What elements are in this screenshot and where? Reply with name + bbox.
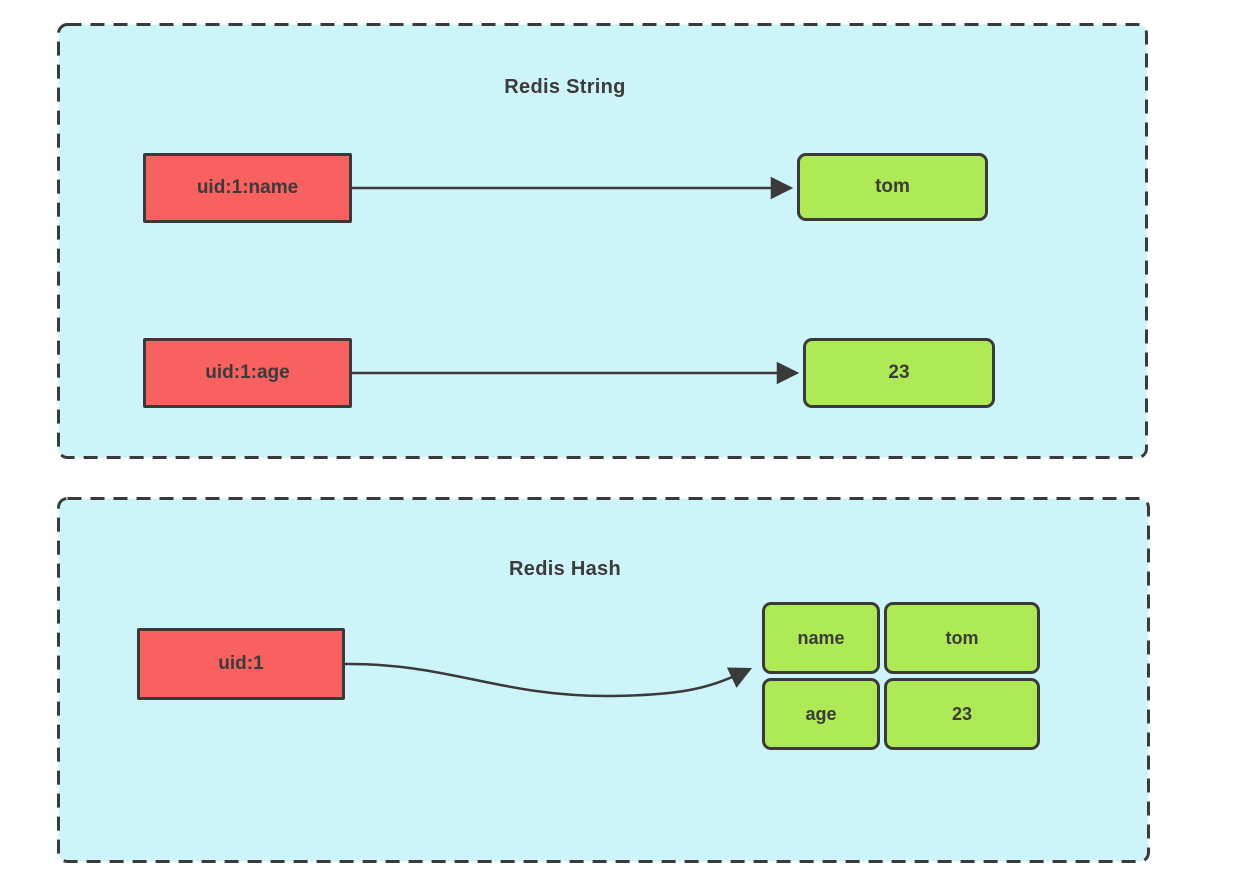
hash-field-age-cell: age [762,678,880,750]
hash-field-name-cell: name [762,602,880,674]
string-key-box-uid-1-age: uid:1:age [143,338,352,408]
redis-string-panel-title: Redis String [504,76,626,98]
redis-hash-panel-background [57,497,1150,863]
arrow-uid1-to-hash-icon [344,662,753,698]
redis-hash-panel-title: Redis Hash [509,558,621,580]
string-value-box-tom: tom [797,153,988,221]
hash-value-23-cell: 23 [884,678,1040,750]
string-value-box-23: 23 [803,338,995,408]
string-key-box-uid-1-name: uid:1:name [143,153,352,223]
hash-key-box-uid-1: uid:1 [137,628,345,700]
hash-value-tom-cell: tom [884,602,1040,674]
